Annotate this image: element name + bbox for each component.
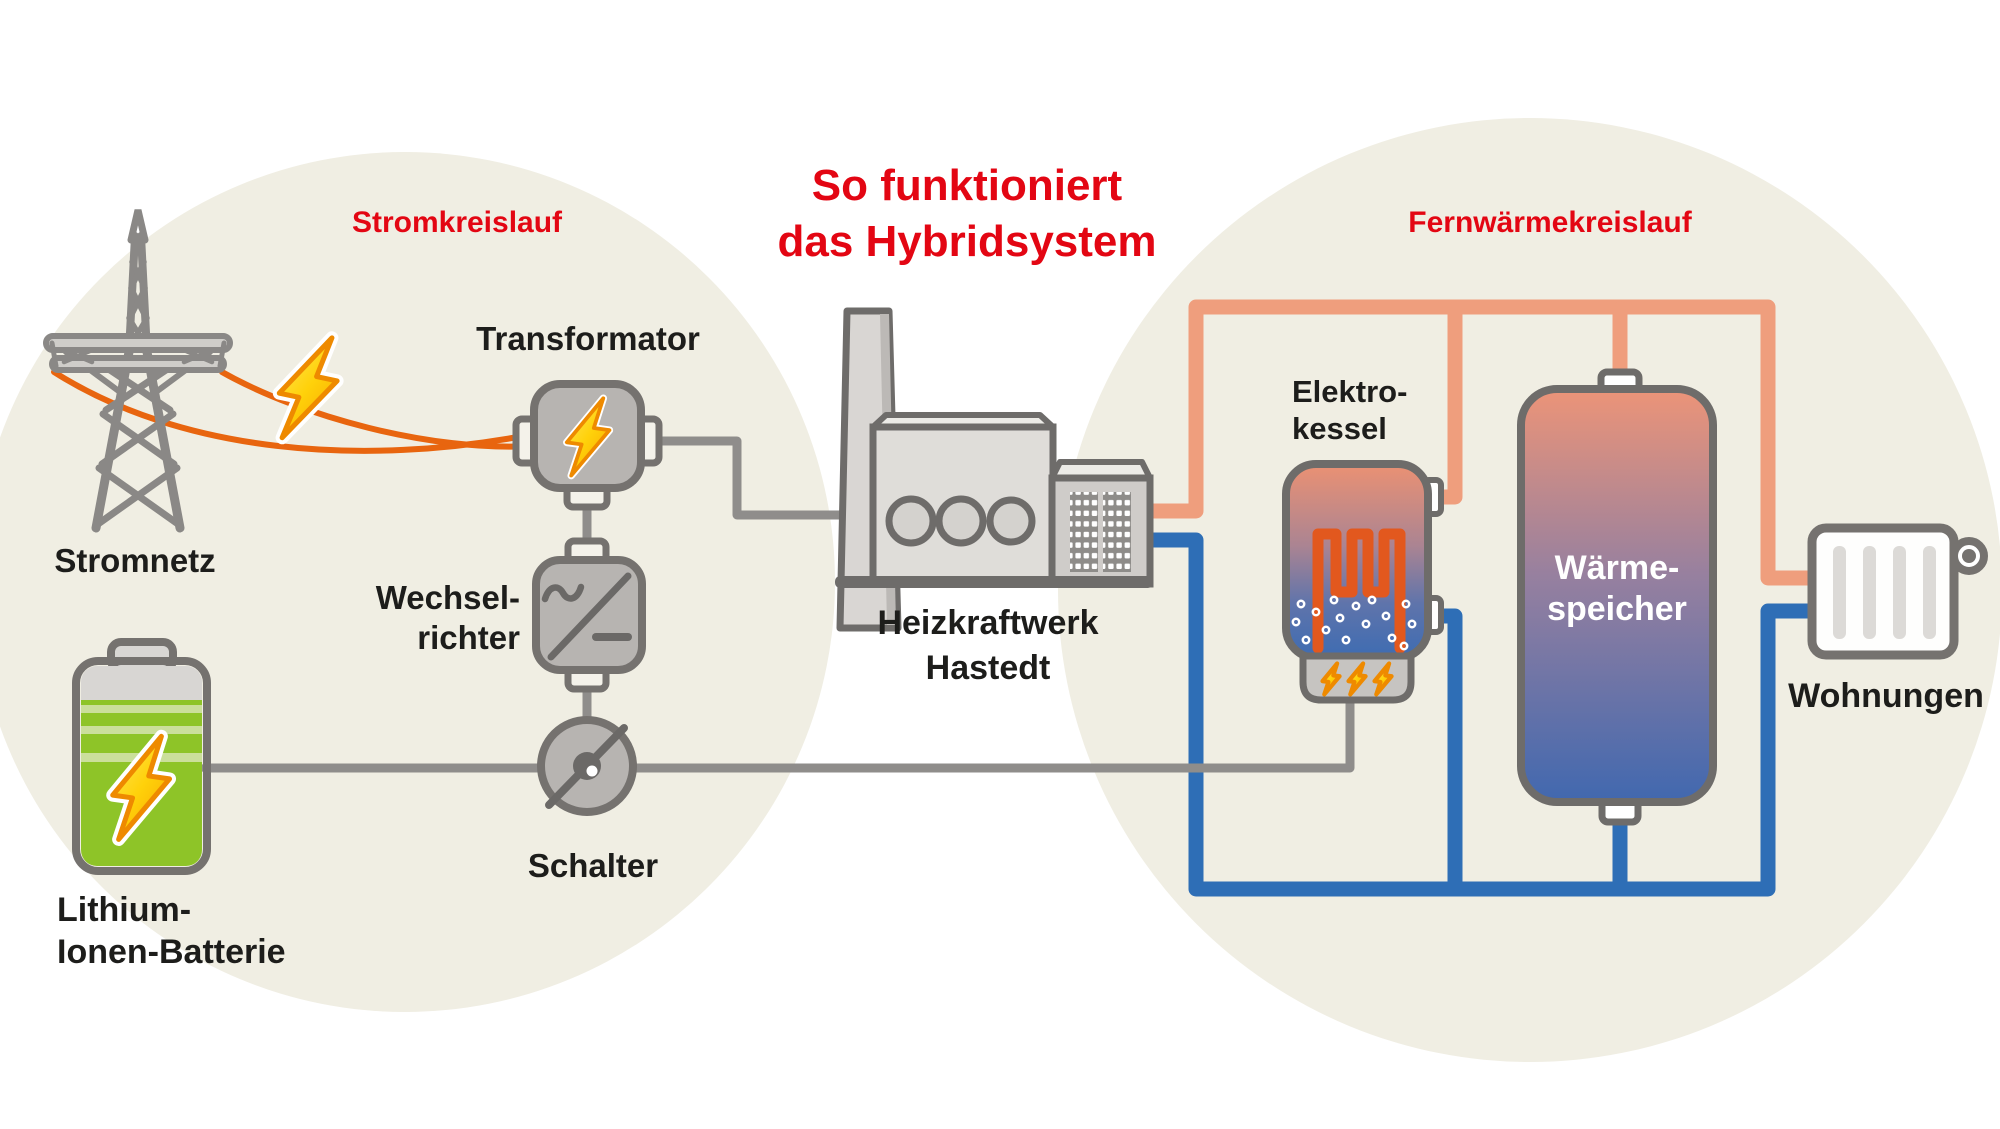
- grid-wires: [51, 369, 537, 454]
- section-label-stromkreislauf: Stromkreislauf: [352, 206, 563, 239]
- label-elektrokessel-line1: Elektro-: [1292, 374, 1407, 409]
- heat-storage-tank-icon: [1517, 368, 1717, 826]
- heating-coil: [1312, 528, 1406, 654]
- label-batterie-line2: Ionen-Batterie: [57, 933, 286, 971]
- label-heizkraftwerk-line2: Hastedt: [926, 649, 1051, 687]
- transmission-tower-icon: [43, 209, 233, 533]
- electric-connectors: [200, 436, 1355, 773]
- labels: So funktioniert das Hybridsystem Stromkr…: [54, 161, 1984, 971]
- label-wechselrichter-line1: Wechsel-: [376, 579, 520, 616]
- label-wohnungen: Wohnungen: [1788, 677, 1984, 715]
- page-title-line1: So funktioniert: [812, 161, 1123, 210]
- label-transformator: Transformator: [476, 320, 700, 357]
- inverter-icon: [532, 537, 646, 693]
- battery-icon: [72, 638, 211, 875]
- radiator-icon: [1807, 523, 1988, 660]
- electric-boiler-icon: [1282, 460, 1444, 704]
- label-heizkraftwerk-line1: Heizkraftwerk: [877, 604, 1098, 642]
- label-batterie-line1: Lithium-: [57, 891, 191, 929]
- transformer-icon: [512, 380, 663, 511]
- bubbles: [1291, 595, 1417, 651]
- label-schalter: Schalter: [528, 847, 658, 884]
- switch-icon: [537, 716, 637, 816]
- label-elektrokessel-line2: kessel: [1292, 411, 1387, 446]
- page-title-line2: das Hybridsystem: [777, 217, 1156, 266]
- label-stromnetz: Stromnetz: [54, 542, 215, 579]
- label-waermespeicher-line1: Wärme-: [1555, 549, 1680, 587]
- section-label-fernwaermekreislauf: Fernwärmekreislauf: [1408, 206, 1692, 239]
- power-plant-icon: [835, 307, 1154, 632]
- label-waermespeicher-line2: speicher: [1547, 590, 1687, 628]
- label-wechselrichter-line2: richter: [417, 619, 520, 656]
